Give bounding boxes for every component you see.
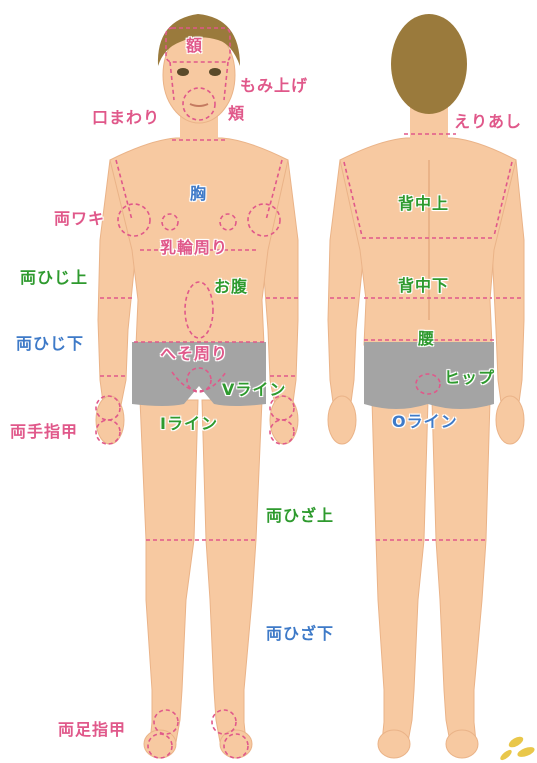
label-hip[interactable]: ヒップ xyxy=(444,364,495,388)
label-upper-back[interactable]: 背中上 xyxy=(398,190,449,214)
front-left-eye xyxy=(177,68,189,76)
back-right-leg xyxy=(432,400,490,742)
back-left-hand xyxy=(328,396,356,444)
label-v-line[interactable]: Vライン xyxy=(222,376,286,400)
label-thighs[interactable]: 両ひざ上 xyxy=(266,502,334,526)
back-left-leg xyxy=(372,400,428,742)
label-upper-arms[interactable]: 両ひじ上 xyxy=(20,264,88,288)
label-i-line[interactable]: Iライン xyxy=(160,410,218,434)
label-chest[interactable]: 胸 xyxy=(190,180,207,204)
label-toes[interactable]: 両足指甲 xyxy=(58,716,126,740)
corner-ornament xyxy=(499,735,536,762)
label-mouth[interactable]: 口まわり xyxy=(92,104,160,128)
label-belly[interactable]: お腹 xyxy=(214,273,248,297)
label-shins[interactable]: 両ひざ下 xyxy=(266,620,334,644)
label-cheek[interactable]: 頬 xyxy=(228,100,245,124)
label-lower-back[interactable]: 背中下 xyxy=(398,272,449,296)
front-right-eye xyxy=(209,68,221,76)
label-o-line[interactable]: Oライン xyxy=(392,408,458,432)
label-navel[interactable]: へそ周り xyxy=(160,340,228,364)
label-fingers[interactable]: 両手指甲 xyxy=(10,418,78,442)
front-left-leg xyxy=(140,400,198,742)
label-forehead[interactable]: 額 xyxy=(186,32,203,56)
label-armpits[interactable]: 両ワキ xyxy=(54,205,105,229)
label-nape[interactable]: えりあし xyxy=(454,108,522,132)
back-head xyxy=(391,14,467,114)
back-right-hand xyxy=(496,396,524,444)
back-left-foot xyxy=(378,730,410,758)
back-right-foot xyxy=(446,730,478,758)
label-sideburns[interactable]: もみ上げ xyxy=(240,72,308,96)
label-nipples[interactable]: 乳輪周り xyxy=(160,234,228,258)
label-forearms[interactable]: 両ひじ下 xyxy=(16,330,84,354)
label-waist[interactable]: 腰 xyxy=(418,325,435,349)
front-right-leg xyxy=(202,400,262,742)
